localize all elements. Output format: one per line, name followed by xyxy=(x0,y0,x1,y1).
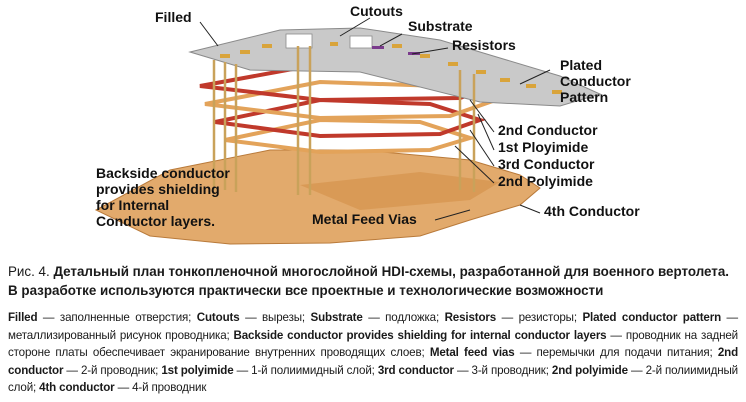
legend-description: — 3-й проводник; xyxy=(453,363,552,377)
figure-legend: Filled — заполненные отверстия; Cutouts … xyxy=(8,309,738,397)
figure-title: Детальный план тонкопленочной многослойн… xyxy=(8,264,730,298)
label-filled: Filled xyxy=(155,9,192,25)
legend-description: — заполненные отверстия; xyxy=(37,311,197,324)
legend-term: 2nd polyimide xyxy=(551,363,628,377)
label-fourth-conductor: 4th Conductor xyxy=(544,203,640,219)
legend-description: — 4-й проводник xyxy=(114,381,207,395)
legend-term: 4th conductor xyxy=(39,381,115,395)
label-first-polyimide: 1st Ployimide xyxy=(498,139,588,155)
legend-description: — перемычки для подачи питания; xyxy=(514,346,718,360)
label-plated-line1: Plated xyxy=(560,57,602,73)
label-plated-line3: Pattern xyxy=(560,89,608,105)
label-plated-line2: Conductor xyxy=(560,73,631,89)
label-second-polyimide: 2nd Polyimide xyxy=(498,173,593,189)
legend-term: 2nd conductor xyxy=(8,346,739,377)
legend-term: Cutouts xyxy=(196,311,240,324)
legend-description: — 1-й полиимидный слой; xyxy=(233,363,378,377)
legend-term: Plated conductor pattern xyxy=(582,311,722,324)
label-second-conductor: 2nd Conductor xyxy=(498,122,598,138)
figure-caption: Рис. 4. Детальный план тонкопленочной мн… xyxy=(8,262,738,300)
legend-description: — металлизированный рисунок проводника; xyxy=(8,311,738,342)
label-backside-line2: provides shielding xyxy=(96,181,220,197)
plated-pattern xyxy=(220,42,562,94)
legend-description: — 2-й полиимидный слой; xyxy=(8,363,738,395)
backside-trace xyxy=(300,172,500,210)
label-backside-line1: Backside conductor xyxy=(96,165,230,181)
hdi-layer-diagram: Filled Cutouts Substrate Resistors Plate… xyxy=(94,3,640,245)
label-third-conductor: 3rd Conductor xyxy=(498,156,595,172)
legend-term: Resistors xyxy=(444,311,497,324)
figure-number: Рис. 4. xyxy=(8,264,50,279)
leader-lines xyxy=(199,17,551,221)
label-backside-line3: for Internal xyxy=(96,197,169,213)
legend-term: Substrate xyxy=(310,311,363,324)
legend-term: 1st polyimide xyxy=(161,363,234,377)
legend-description: — проводник на задней стороне платы обес… xyxy=(8,328,738,360)
legend-term: Metal feed vias xyxy=(429,346,515,360)
legend-description: — 2-й проводник; xyxy=(63,363,162,377)
diagram-svg: Filled Cutouts Substrate Resistors Plate… xyxy=(94,3,640,245)
cutout xyxy=(285,33,313,49)
legend-term: Backside conductor provides shielding fo… xyxy=(233,328,607,342)
legend-description: — подложка; xyxy=(362,311,445,324)
metal-feed-vias xyxy=(212,46,476,195)
legend-description: — резисторы; xyxy=(496,311,583,324)
legend-term: 3rd conductor xyxy=(377,363,454,377)
legend-term: Filled xyxy=(8,311,38,324)
label-backside-line4: Conductor layers. xyxy=(96,213,215,229)
legend-description: — вырезы; xyxy=(239,311,311,324)
label-substrate: Substrate xyxy=(408,18,473,34)
label-resistors: Resistors xyxy=(452,37,516,53)
label-metal-feed-vias: Metal Feed Vias xyxy=(312,211,417,227)
label-cutouts: Cutouts xyxy=(350,3,403,19)
cutout xyxy=(349,35,373,49)
